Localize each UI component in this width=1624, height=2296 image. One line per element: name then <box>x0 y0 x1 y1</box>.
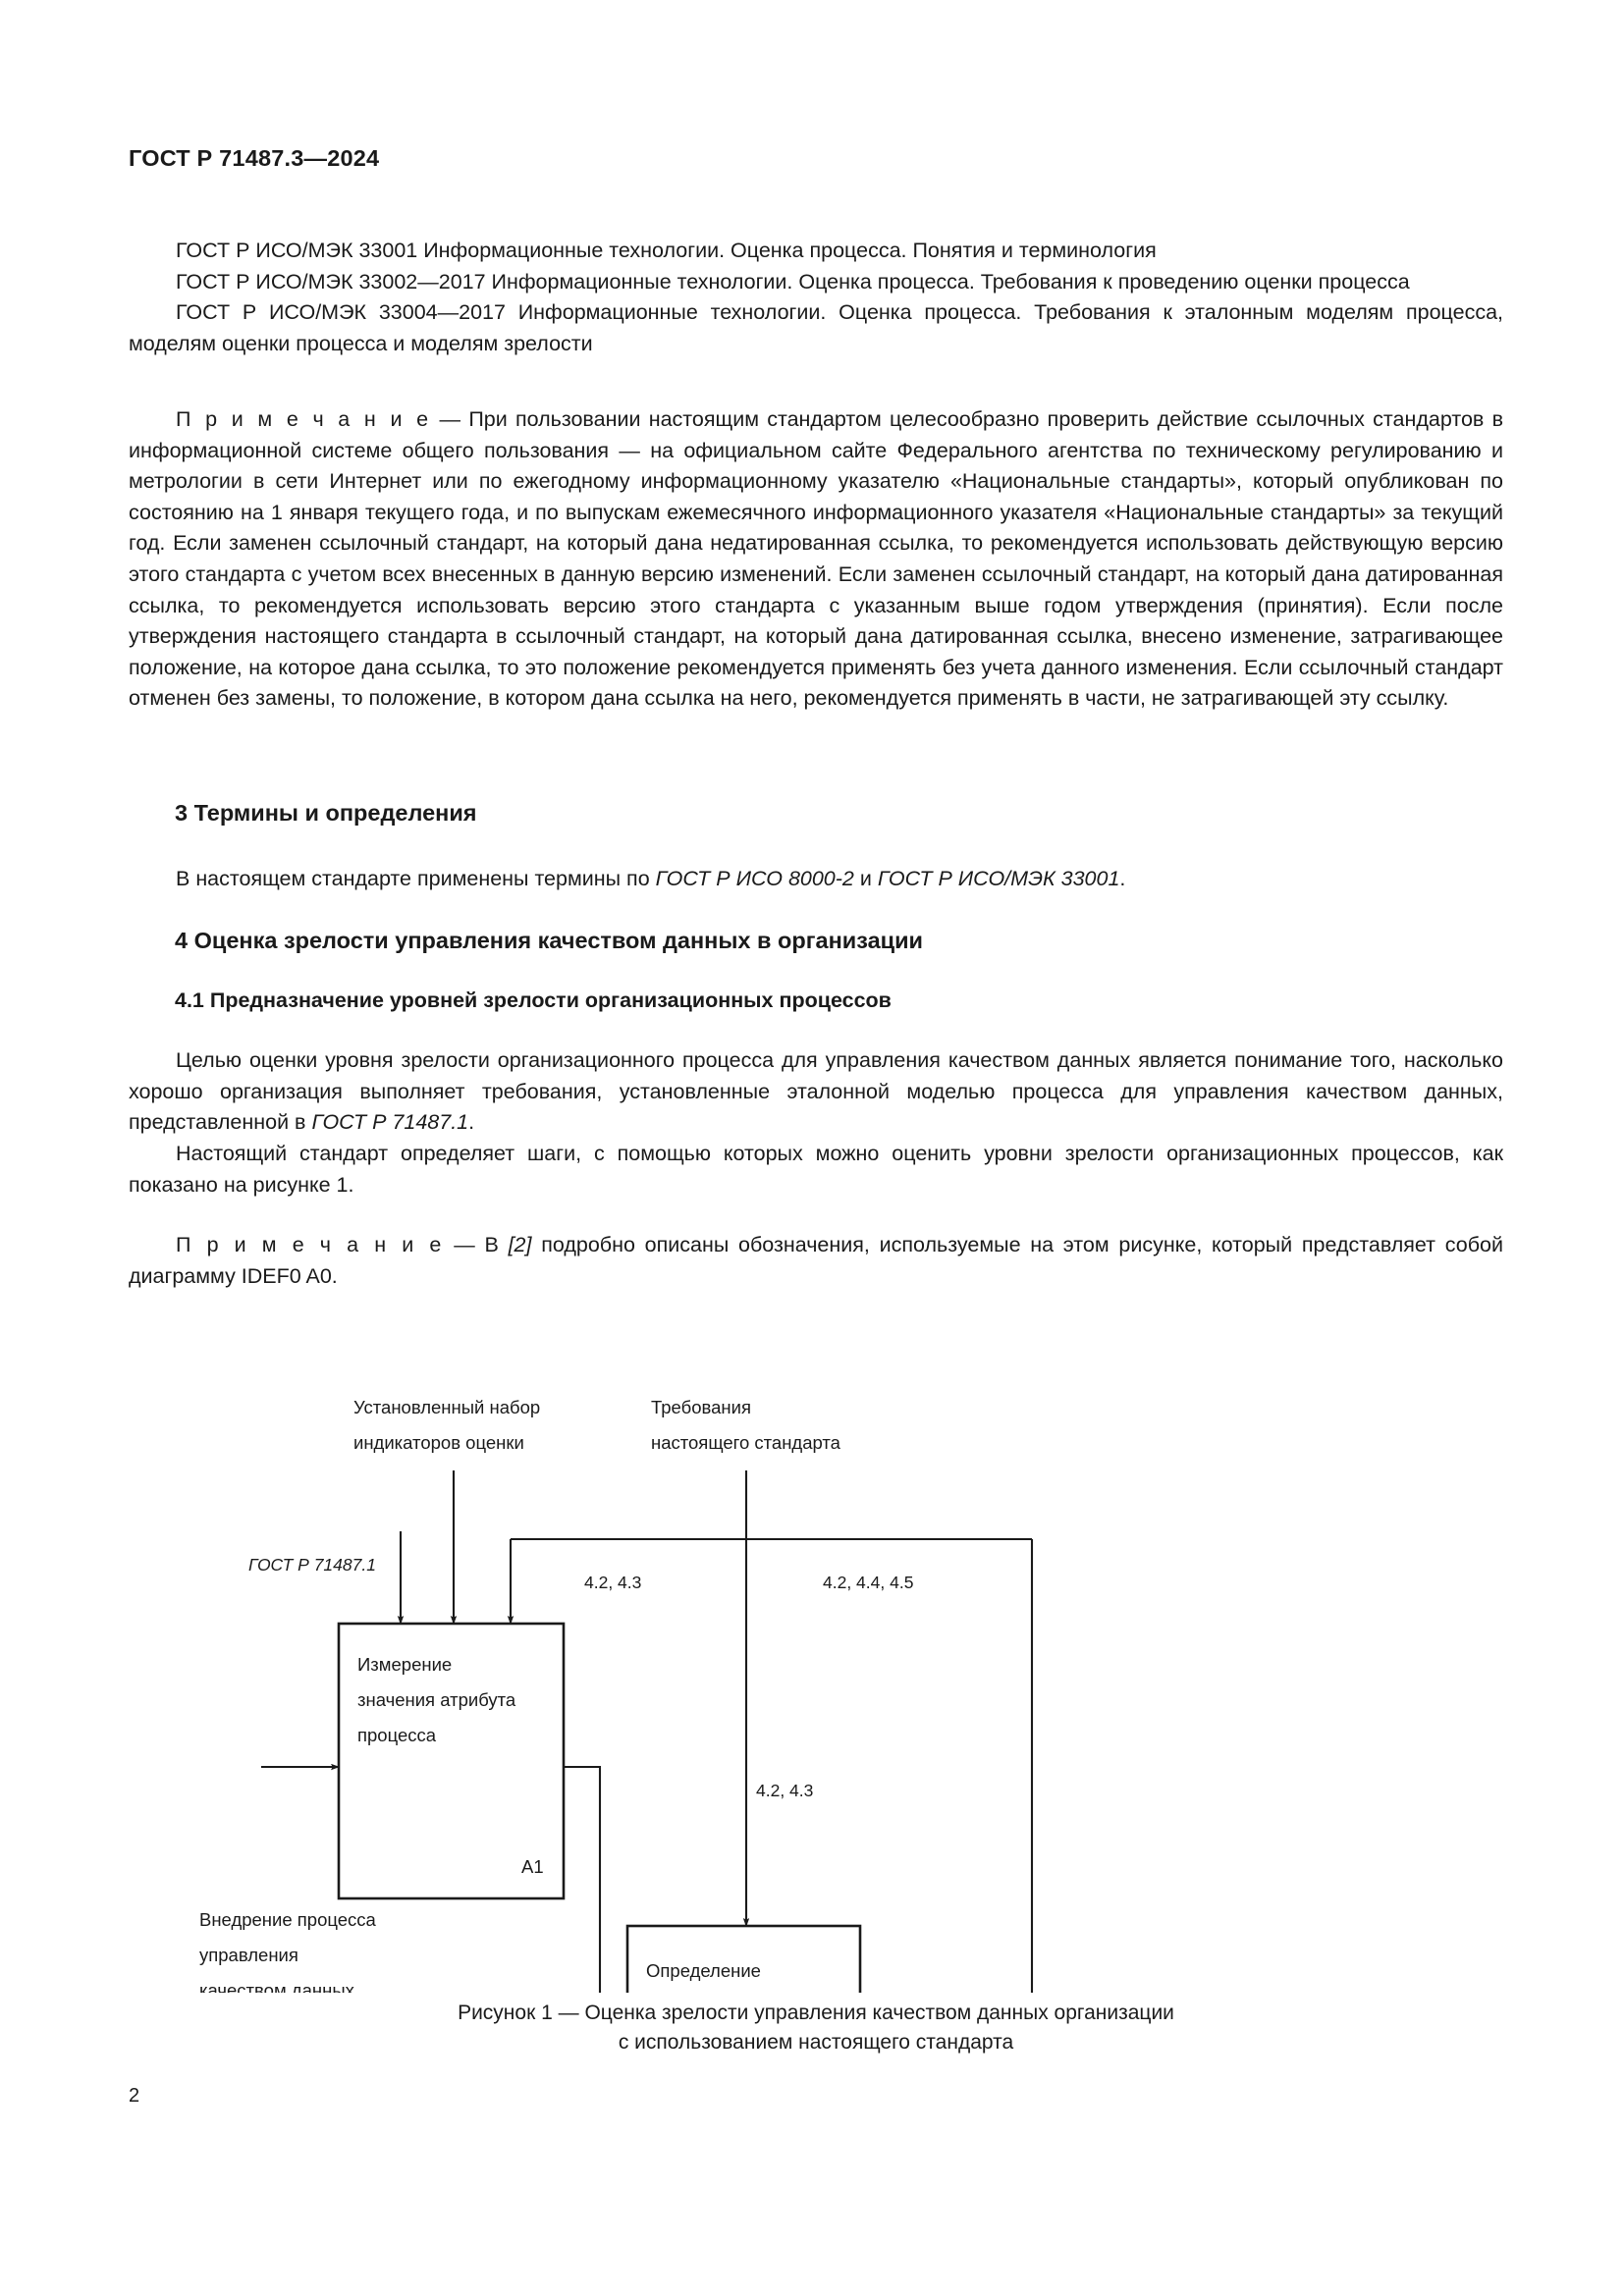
flow-arrow-a1-to-a2 <box>564 1765 602 1993</box>
reference-line-1: ГОСТ Р ИСО/МЭК 33001 Информационные техн… <box>176 239 1157 262</box>
section-3-text-suffix: . <box>1119 867 1126 890</box>
label-requirements-line-2: настоящего стандарта <box>651 1432 841 1453</box>
section-4-1-paragraph-1-block: Целью оценки уровня зрелости организацио… <box>129 1045 1503 1139</box>
section-3-reference-1: ГОСТ Р ИСО 8000-2 <box>655 867 854 890</box>
section-4-1-paragraph-1: Целью оценки уровня зрелости организацио… <box>129 1045 1503 1139</box>
box-a1-line-1: Измерение <box>357 1654 452 1675</box>
box-a1-line-3: процесса <box>357 1725 437 1745</box>
section-3-text-mid: и <box>853 867 878 890</box>
box-a1-tag: A1 <box>521 1856 544 1877</box>
note-1-dash: — <box>439 407 461 431</box>
section-4-1-subheading: 4.1 Предназначение уровней зрелости орга… <box>175 988 892 1012</box>
label-indicators-line-2: индикаторов оценки <box>353 1432 524 1453</box>
section-3-text-prefix: В настоящем стандарте применены термины … <box>176 867 656 890</box>
normative-references-block: ГОСТ Р ИСО/МЭК 33001 Информационные техн… <box>129 236 1503 359</box>
document-header: ГОСТ Р 71487.3—2024 <box>129 145 380 171</box>
box-a1-line-2: значения атрибута <box>357 1689 516 1710</box>
clause-label-c: 4.2, 4.3 <box>756 1781 813 1800</box>
reference-line-3: ГОСТ Р ИСО/МЭК 33004—2017 Информационные… <box>129 300 1503 355</box>
label-implementation-line-1: Внедрение процесса <box>199 1909 377 1930</box>
section-3-heading: 3 Термины и определения <box>175 800 477 826</box>
note-2-dash: — <box>454 1233 475 1256</box>
figure-caption-line-2: с использованием настоящего стандарта <box>618 2031 1014 2054</box>
clause-label-b: 4.2, 4.4, 4.5 <box>823 1573 913 1592</box>
figure-1-caption: Рисунок 1 — Оценка зрелости управления к… <box>129 1999 1503 2057</box>
box-a2-line-1: Определение <box>646 1960 761 1981</box>
note-2-label: П р и м е ч а н и е <box>176 1233 445 1256</box>
note-1-text: При пользовании настоящим стандартом цел… <box>129 407 1503 711</box>
note-block-1: П р и м е ч а н и е — При пользовании на… <box>129 404 1503 715</box>
paragraph-1-text-b: . <box>468 1110 475 1135</box>
label-implementation-line-2: управления <box>199 1945 298 1965</box>
page-number: 2 <box>129 2085 140 2107</box>
note-1-label: П р и м е ч а н и е <box>176 407 432 431</box>
note-2-reference: [2] <box>508 1233 532 1256</box>
process-box-a2 <box>625 1924 862 1993</box>
section-3-paragraph: В настоящем стандарте применены термины … <box>129 864 1503 895</box>
label-requirements-line-1: Требования <box>651 1397 751 1417</box>
label-implementation-line-3: качеством данных <box>199 1980 355 1993</box>
section-3-paragraph-block: В настоящем стандарте применены термины … <box>129 864 1503 895</box>
figure-caption-line-1: Рисунок 1 — Оценка зрелости управления к… <box>458 2002 1174 2024</box>
note-2-text: подробно описаны обозначения, используем… <box>129 1233 1503 1288</box>
figure-1-idef0-diagram: Измерение значения атрибута процесса A1 … <box>129 1306 1503 1993</box>
process-box-a1 <box>337 1622 566 1900</box>
note-2-prefix: В <box>484 1233 509 1256</box>
paragraph-1-text-a: Целью оценки уровня зрелости организацио… <box>129 1048 1503 1135</box>
section-4-1-paragraph-2: Настоящий стандарт определяет шаги, с по… <box>129 1142 1503 1197</box>
label-indicators-line-1: Установленный набор <box>353 1397 540 1417</box>
note-1-paragraph: П р и м е ч а н и е — При пользовании на… <box>129 404 1503 715</box>
section-4-heading: 4 Оценка зрелости управления качеством д… <box>175 928 923 953</box>
note-block-2: П р и м е ч а н и е — В [2] подробно опи… <box>129 1230 1503 1292</box>
section-4-1-paragraph-2-block: Настоящий стандарт определяет шаги, с по… <box>129 1139 1503 1201</box>
section-3-reference-2: ГОСТ Р ИСО/МЭК 33001 <box>877 867 1120 890</box>
reference-line-2: ГОСТ Р ИСО/МЭК 33002—2017 Информационные… <box>176 269 1410 294</box>
clause-label-a: 4.2, 4.3 <box>584 1573 641 1592</box>
paragraph-1-reference: ГОСТ Р 71487.1 <box>311 1110 469 1135</box>
note-2-paragraph: П р и м е ч а н и е — В [2] подробно опи… <box>129 1230 1503 1292</box>
label-gost-reference: ГОСТ Р 71487.1 <box>248 1555 376 1575</box>
